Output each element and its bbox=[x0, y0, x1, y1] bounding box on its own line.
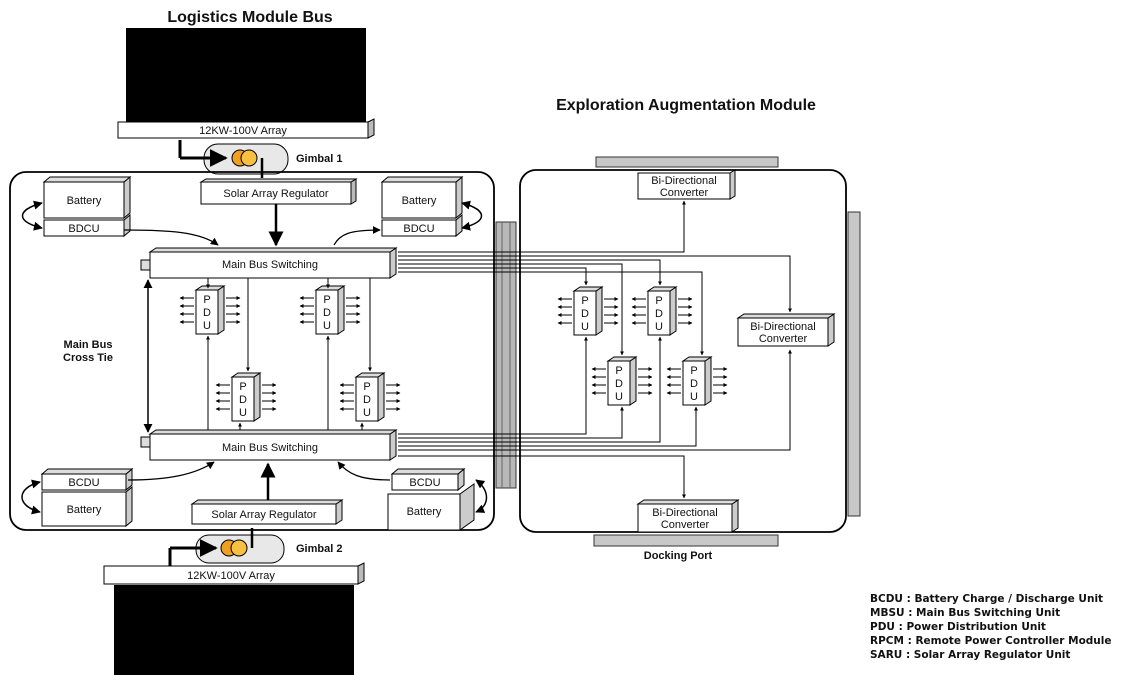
bcdu-label: BCDU bbox=[409, 477, 440, 489]
docking-port-rail bbox=[593, 534, 779, 547]
bdcu-top-left: BDCU bbox=[43, 213, 131, 238]
pdu-letter: D bbox=[203, 307, 211, 319]
interface-rail bbox=[495, 221, 517, 489]
gimbal-1 bbox=[178, 140, 289, 178]
pdu-letter: D bbox=[363, 394, 371, 406]
battery-bottom-left: Battery bbox=[41, 485, 133, 528]
mbs-bottom-label: Main Bus Switching bbox=[222, 442, 318, 454]
legend-item-rpcm: RPCM : Remote Power Controller Module bbox=[870, 635, 1112, 647]
bottom-array-bar: 12KW-100V Array bbox=[103, 562, 365, 585]
bcdu-bottom-right: BCDU bbox=[390, 467, 466, 492]
inter-module-power-lines bbox=[398, 200, 792, 499]
exploration-title: Exploration Augmentation Module bbox=[556, 97, 816, 114]
cross-tie-label-1: Main Bus bbox=[64, 339, 113, 351]
bdcu-top-right: BDCU bbox=[381, 213, 463, 238]
gimbal-2-label: Gimbal 2 bbox=[296, 543, 342, 555]
pdu: P D U bbox=[666, 356, 728, 406]
legend-item-bcdu: BCDU : Battery Charge / Discharge Unit bbox=[870, 593, 1103, 605]
sar-bottom-label: Solar Array Regulator bbox=[211, 509, 316, 521]
docking-port-label: Docking Port bbox=[644, 550, 713, 562]
gimbal-1-label: Gimbal 1 bbox=[296, 153, 342, 165]
pdu: P D U bbox=[591, 356, 653, 406]
pdu-letter: D bbox=[615, 378, 623, 390]
bidir-label: Bi-Directional bbox=[651, 175, 716, 187]
bcdu-bottom-left: BCDU bbox=[40, 467, 134, 492]
mbs-top-label: Main Bus Switching bbox=[222, 259, 318, 271]
bdcu-label: BDCU bbox=[403, 223, 434, 235]
bidir-label: Converter bbox=[660, 187, 709, 199]
cross-tie-label-2: Cross Tie bbox=[63, 352, 113, 364]
pdu: P D U bbox=[339, 372, 401, 422]
battery-top-right: Battery bbox=[380, 175, 464, 220]
pdu-letter: U bbox=[655, 321, 663, 333]
pdu-feed-lines bbox=[206, 278, 372, 430]
logistics-title: Logistics Module Bus bbox=[167, 9, 332, 26]
legend-item-mbsu: MBSU : Main Bus Switching Unit bbox=[870, 607, 1060, 619]
legend-item-saru: SARU : Solar Array Regulator Unit bbox=[870, 649, 1070, 661]
pdu-letter: P bbox=[203, 294, 210, 306]
legend-item-pdu: PDU : Power Distribution Unit bbox=[870, 621, 1046, 633]
bcdu-label: BCDU bbox=[68, 477, 99, 489]
pdu-letter: U bbox=[323, 320, 331, 332]
solar-array-regulator-top: Solar Array Regulator bbox=[199, 178, 358, 205]
legend: BCDU : Battery Charge / Discharge Unit M… bbox=[870, 593, 1112, 661]
top-port-rail bbox=[595, 156, 779, 168]
pdu-letter: P bbox=[581, 295, 588, 307]
pdu-letter: U bbox=[203, 320, 211, 332]
main-bus-switching-top: Main Bus Switching bbox=[140, 247, 398, 279]
pdu-letter: U bbox=[239, 407, 247, 419]
pdu: P D U bbox=[215, 372, 277, 422]
bidir-label: Bi-Directional bbox=[750, 321, 815, 333]
bidirectional-converter-bottom: Bi-Directional Converter bbox=[636, 499, 740, 533]
pdu: P D U bbox=[557, 286, 619, 336]
pdu-letter: P bbox=[655, 295, 662, 307]
pdu-letter: P bbox=[690, 365, 697, 377]
battery-top-left: Battery bbox=[42, 175, 132, 220]
pdu-letter: D bbox=[239, 394, 247, 406]
bottom-array-label: 12KW-100V Array bbox=[187, 570, 275, 582]
main-bus-switching-bottom: Main Bus Switching bbox=[140, 429, 398, 461]
pdu-letter: D bbox=[690, 378, 698, 390]
solar-array-regulator-bottom: Solar Array Regulator bbox=[190, 499, 344, 525]
pdu: P D U bbox=[631, 286, 693, 336]
top-array-label: 12KW-100V Array bbox=[199, 125, 287, 137]
top-array-bar: 12KW-100V Array bbox=[117, 118, 375, 139]
pdu-letter: U bbox=[581, 321, 589, 333]
pdu-letter: D bbox=[655, 308, 663, 320]
pdu-letter: U bbox=[363, 407, 371, 419]
bidir-label: Converter bbox=[661, 519, 710, 531]
battery-bottom-right: Battery bbox=[387, 483, 475, 531]
battery-label: Battery bbox=[67, 195, 102, 207]
bidir-label: Converter bbox=[759, 333, 808, 345]
pdu-letter: P bbox=[323, 294, 330, 306]
battery-label: Battery bbox=[402, 195, 437, 207]
pdu: P D U bbox=[179, 285, 241, 335]
pdu-letter: U bbox=[690, 391, 698, 403]
side-rail bbox=[847, 211, 861, 517]
bottom-solar-panel bbox=[114, 585, 354, 675]
pdu: P D U bbox=[299, 285, 361, 335]
battery-label: Battery bbox=[67, 504, 102, 516]
pdu-letter: P bbox=[239, 381, 246, 393]
bdcu-label: BDCU bbox=[68, 223, 99, 235]
gimbal-2 bbox=[168, 528, 285, 566]
pdu-letter: P bbox=[363, 381, 370, 393]
bidir-label: Bi-Directional bbox=[652, 507, 717, 519]
pdu-letter: P bbox=[615, 365, 622, 377]
pdu-letter: D bbox=[581, 308, 589, 320]
battery-label: Battery bbox=[407, 506, 442, 518]
pdu-letter: D bbox=[323, 307, 331, 319]
bidirectional-converter-top: Bi-Directional Converter bbox=[637, 169, 736, 200]
bidirectional-converter-right: Bi-Directional Converter bbox=[736, 313, 836, 347]
sar-top-label: Solar Array Regulator bbox=[223, 188, 328, 200]
exploration-module-outline bbox=[519, 169, 847, 533]
top-solar-panel bbox=[126, 28, 366, 122]
pdu-letter: U bbox=[615, 391, 623, 403]
